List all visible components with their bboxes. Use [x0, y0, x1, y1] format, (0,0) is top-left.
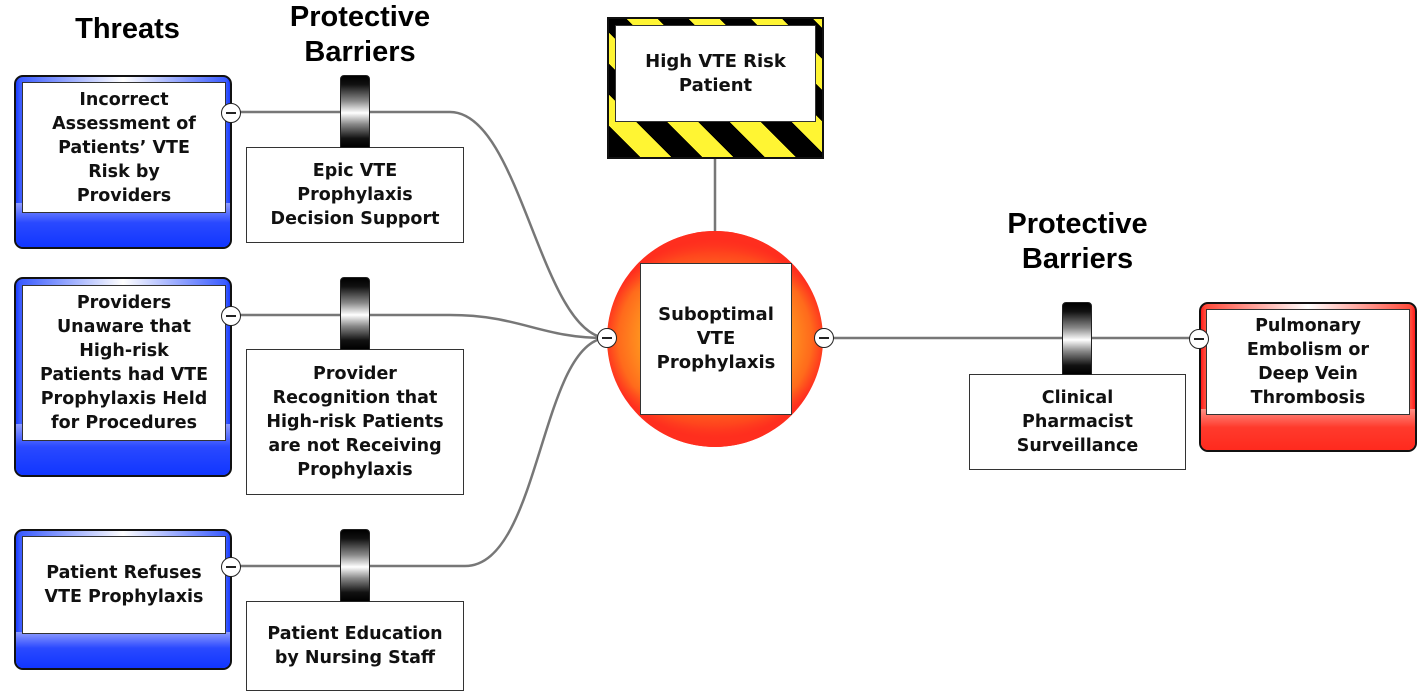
threats-heading-text: Threats — [75, 13, 180, 45]
barrier-node-1[interactable]: Epic VTE Prophylaxis Decision Support — [246, 147, 464, 243]
collapse-toggle-top-event-right[interactable] — [814, 328, 834, 348]
left-barriers-heading: Protective Barriers — [289, 1, 431, 68]
barrier-node-3[interactable]: Patient Education by Nursing Staff — [246, 601, 464, 691]
connector-threat-3 — [240, 336, 606, 568]
right-barriers-heading: Protective Barriers — [1007, 208, 1148, 275]
threats-heading: Threats — [40, 12, 215, 47]
collapse-toggle-threat-2[interactable] — [221, 306, 241, 326]
collapse-toggle-top-event-left[interactable] — [597, 328, 617, 348]
barrier-cylinder-icon — [340, 75, 370, 148]
collapse-toggle-threat-1[interactable] — [221, 103, 241, 123]
connector-threat-2 — [240, 313, 606, 340]
connector-threat-1 — [240, 110, 606, 340]
barrier-cylinder-icon — [1062, 302, 1092, 375]
top-event-label: Suboptimal VTE Prophylaxis — [640, 263, 792, 415]
barrier-node-right-1[interactable]: Clinical Pharmacist Surveillance — [969, 374, 1186, 470]
collapse-toggle-consequence[interactable] — [1189, 329, 1209, 349]
collapse-toggle-threat-3[interactable] — [221, 557, 241, 577]
hazard-label: High VTE Risk Patient — [615, 25, 816, 122]
barrier-node-2[interactable]: Provider Recognition that High-risk Pati… — [246, 349, 464, 495]
threat-label-2: Providers Unaware that High-risk Patient… — [22, 285, 226, 441]
threat-label-3: Patient Refuses VTE Prophylaxis — [22, 536, 226, 634]
barrier-cylinder-icon — [340, 529, 370, 602]
threat-label-1: Incorrect Assessment of Patients’ VTE Ri… — [22, 82, 226, 213]
consequence-label: Pulmonary Embolism or Deep Vein Thrombos… — [1206, 309, 1410, 415]
barrier-cylinder-icon — [340, 277, 370, 350]
